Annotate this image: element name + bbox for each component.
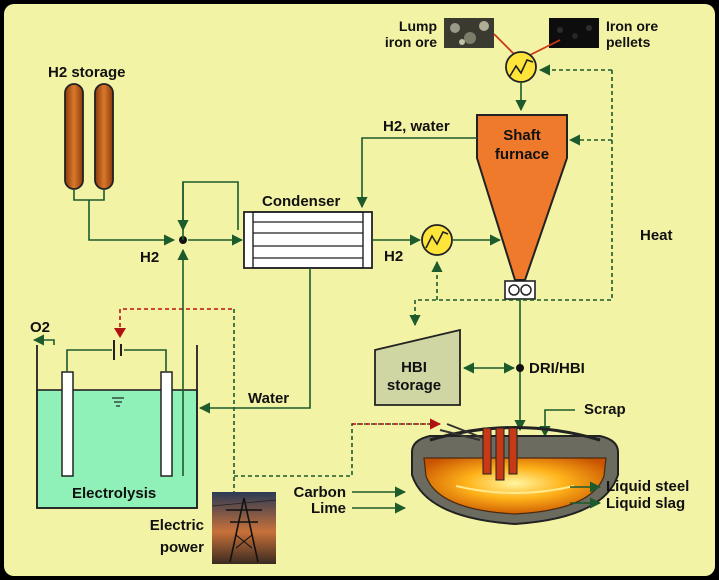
electrolysis-cell: [36, 345, 198, 509]
ore-preheater: [505, 51, 537, 83]
power-input-arrow: [114, 328, 126, 338]
anode-wire: [124, 349, 167, 372]
shaft-furnace-label-2: furnace: [495, 146, 549, 163]
electric-power-label-2: power: [160, 539, 204, 556]
h2-right-label: H2: [384, 248, 403, 265]
shaft-furnace: [476, 114, 568, 281]
heat-to-hbi-line: [409, 70, 613, 327]
iron-ore-pellets-label-1: Iron ore: [606, 18, 658, 34]
dc-source-symbol: [113, 340, 122, 360]
lump-ore-feed-line: [493, 33, 517, 57]
shaft-furnace-label-1: Shaft: [503, 127, 541, 144]
lump-iron-ore-image: [444, 18, 494, 48]
scrap-feed-flow: [539, 409, 575, 438]
electric-power-tower-image: [211, 492, 277, 564]
power-to-electrolysis-line: [119, 308, 234, 334]
condenser-label: Condenser: [262, 193, 341, 210]
dri-hbi-node: [516, 364, 524, 372]
scrap-label: Scrap: [584, 401, 626, 418]
condenser: [243, 211, 373, 269]
lump-iron-ore-label-2: iron ore: [385, 34, 437, 50]
o2-label: O2: [30, 319, 50, 336]
lump-iron-ore-label-1: Lump: [399, 18, 437, 34]
dri-hbi-label: DRI/HBI: [529, 360, 585, 377]
hbi-storage: [374, 328, 461, 406]
cathode-wire: [66, 349, 112, 372]
o2-outlet-flow: [32, 334, 55, 346]
h2-heater: [421, 224, 453, 256]
heat-label: Heat: [640, 227, 673, 244]
lime-label: Lime: [311, 500, 346, 517]
hbi-storage-label-2: storage: [387, 377, 441, 394]
carbon-label: Carbon: [294, 484, 347, 501]
pellets-feed-line: [527, 39, 561, 57]
water-label: Water: [248, 390, 289, 407]
iron-ore-pellets-label-2: pellets: [606, 34, 651, 50]
furnace-offgas-flow: [356, 137, 477, 209]
storage-to-junction-flow: [88, 200, 176, 246]
h2-storage-label: H2 storage: [48, 64, 126, 81]
iron-ore-pellets-image: [549, 18, 599, 48]
liquid-steel-label: Liquid steel: [606, 478, 689, 495]
condenser-water-flow: [198, 268, 311, 414]
electrolysis-label: Electrolysis: [72, 485, 156, 502]
h2-left-label: H2: [140, 249, 159, 266]
h2-water-label: H2, water: [383, 118, 450, 135]
electric-arc-furnace: [411, 423, 619, 526]
hbi-storage-label-1: HBI: [401, 359, 427, 376]
liquid-slag-label: Liquid slag: [606, 495, 685, 512]
furnace-discharge-valve: [504, 280, 536, 300]
electric-power-label-1: Electric: [150, 517, 204, 534]
